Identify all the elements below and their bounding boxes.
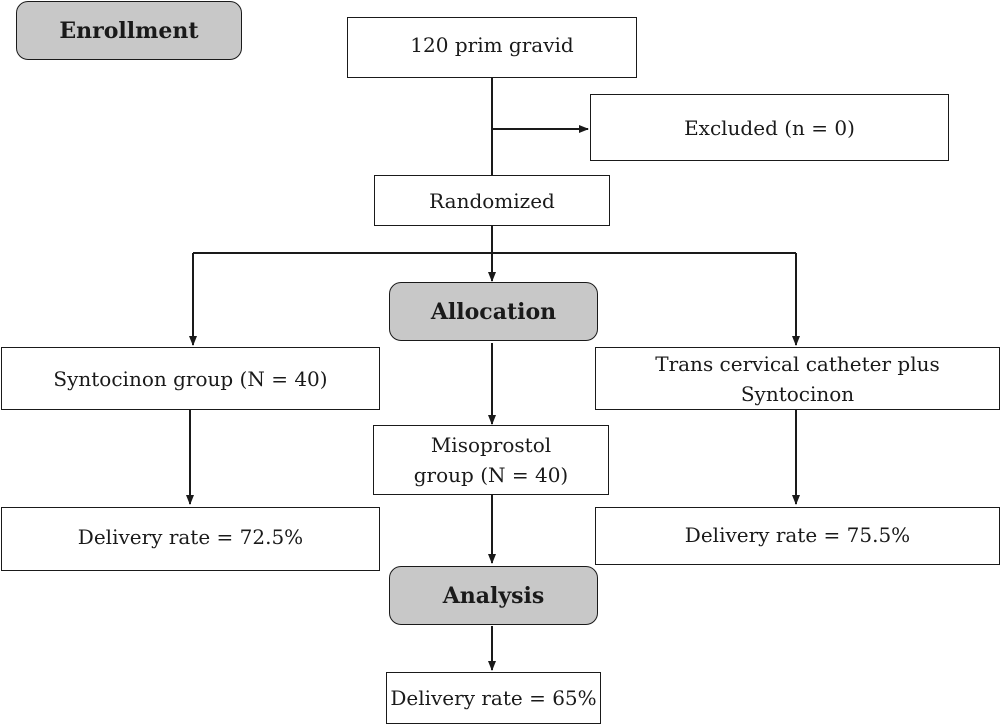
total-participants-text: 120 prim gravid bbox=[410, 33, 574, 57]
randomized-box: Randomized bbox=[374, 175, 610, 226]
syntocinon-group-box: Syntocinon group (N = 40) bbox=[1, 347, 380, 410]
misoprostol-group-box: Misoprostol group (N = 40) bbox=[373, 425, 609, 495]
catheter-delivery-rate-text: Delivery rate = 75.5% bbox=[684, 523, 911, 547]
analysis-stage-label: Analysis bbox=[389, 566, 598, 625]
excluded-text: Excluded (n = 0) bbox=[684, 115, 855, 140]
enrollment-stage-text: Enrollment bbox=[59, 17, 199, 44]
analysis-stage-text: Analysis bbox=[442, 582, 545, 609]
total-participants-box: 120 prim gravid bbox=[347, 17, 637, 78]
allocation-stage-label: Allocation bbox=[389, 282, 598, 341]
syntocinon-delivery-rate-text: Delivery rate = 72.5% bbox=[77, 525, 304, 549]
excluded-box: Excluded (n = 0) bbox=[590, 94, 949, 161]
catheter-delivery-rate-box: Delivery rate = 75.5% bbox=[595, 507, 1000, 565]
syntocinon-delivery-rate-box: Delivery rate = 72.5% bbox=[1, 507, 380, 571]
syntocinon-group-text: Syntocinon group (N = 40) bbox=[53, 366, 328, 391]
misoprostol-group-text: Misoprostol group (N = 40) bbox=[413, 433, 569, 487]
misoprostol-delivery-rate-text: Delivery rate = 65% bbox=[390, 686, 597, 710]
catheter-group-text: Trans cervical catheter plus Syntocinon bbox=[655, 351, 940, 406]
enrollment-stage-label: Enrollment bbox=[16, 1, 242, 60]
randomized-text: Randomized bbox=[429, 188, 555, 213]
catheter-group-box: Trans cervical catheter plus Syntocinon bbox=[595, 347, 1000, 410]
misoprostol-delivery-rate-box: Delivery rate = 65% bbox=[386, 672, 601, 724]
allocation-stage-text: Allocation bbox=[430, 298, 557, 325]
